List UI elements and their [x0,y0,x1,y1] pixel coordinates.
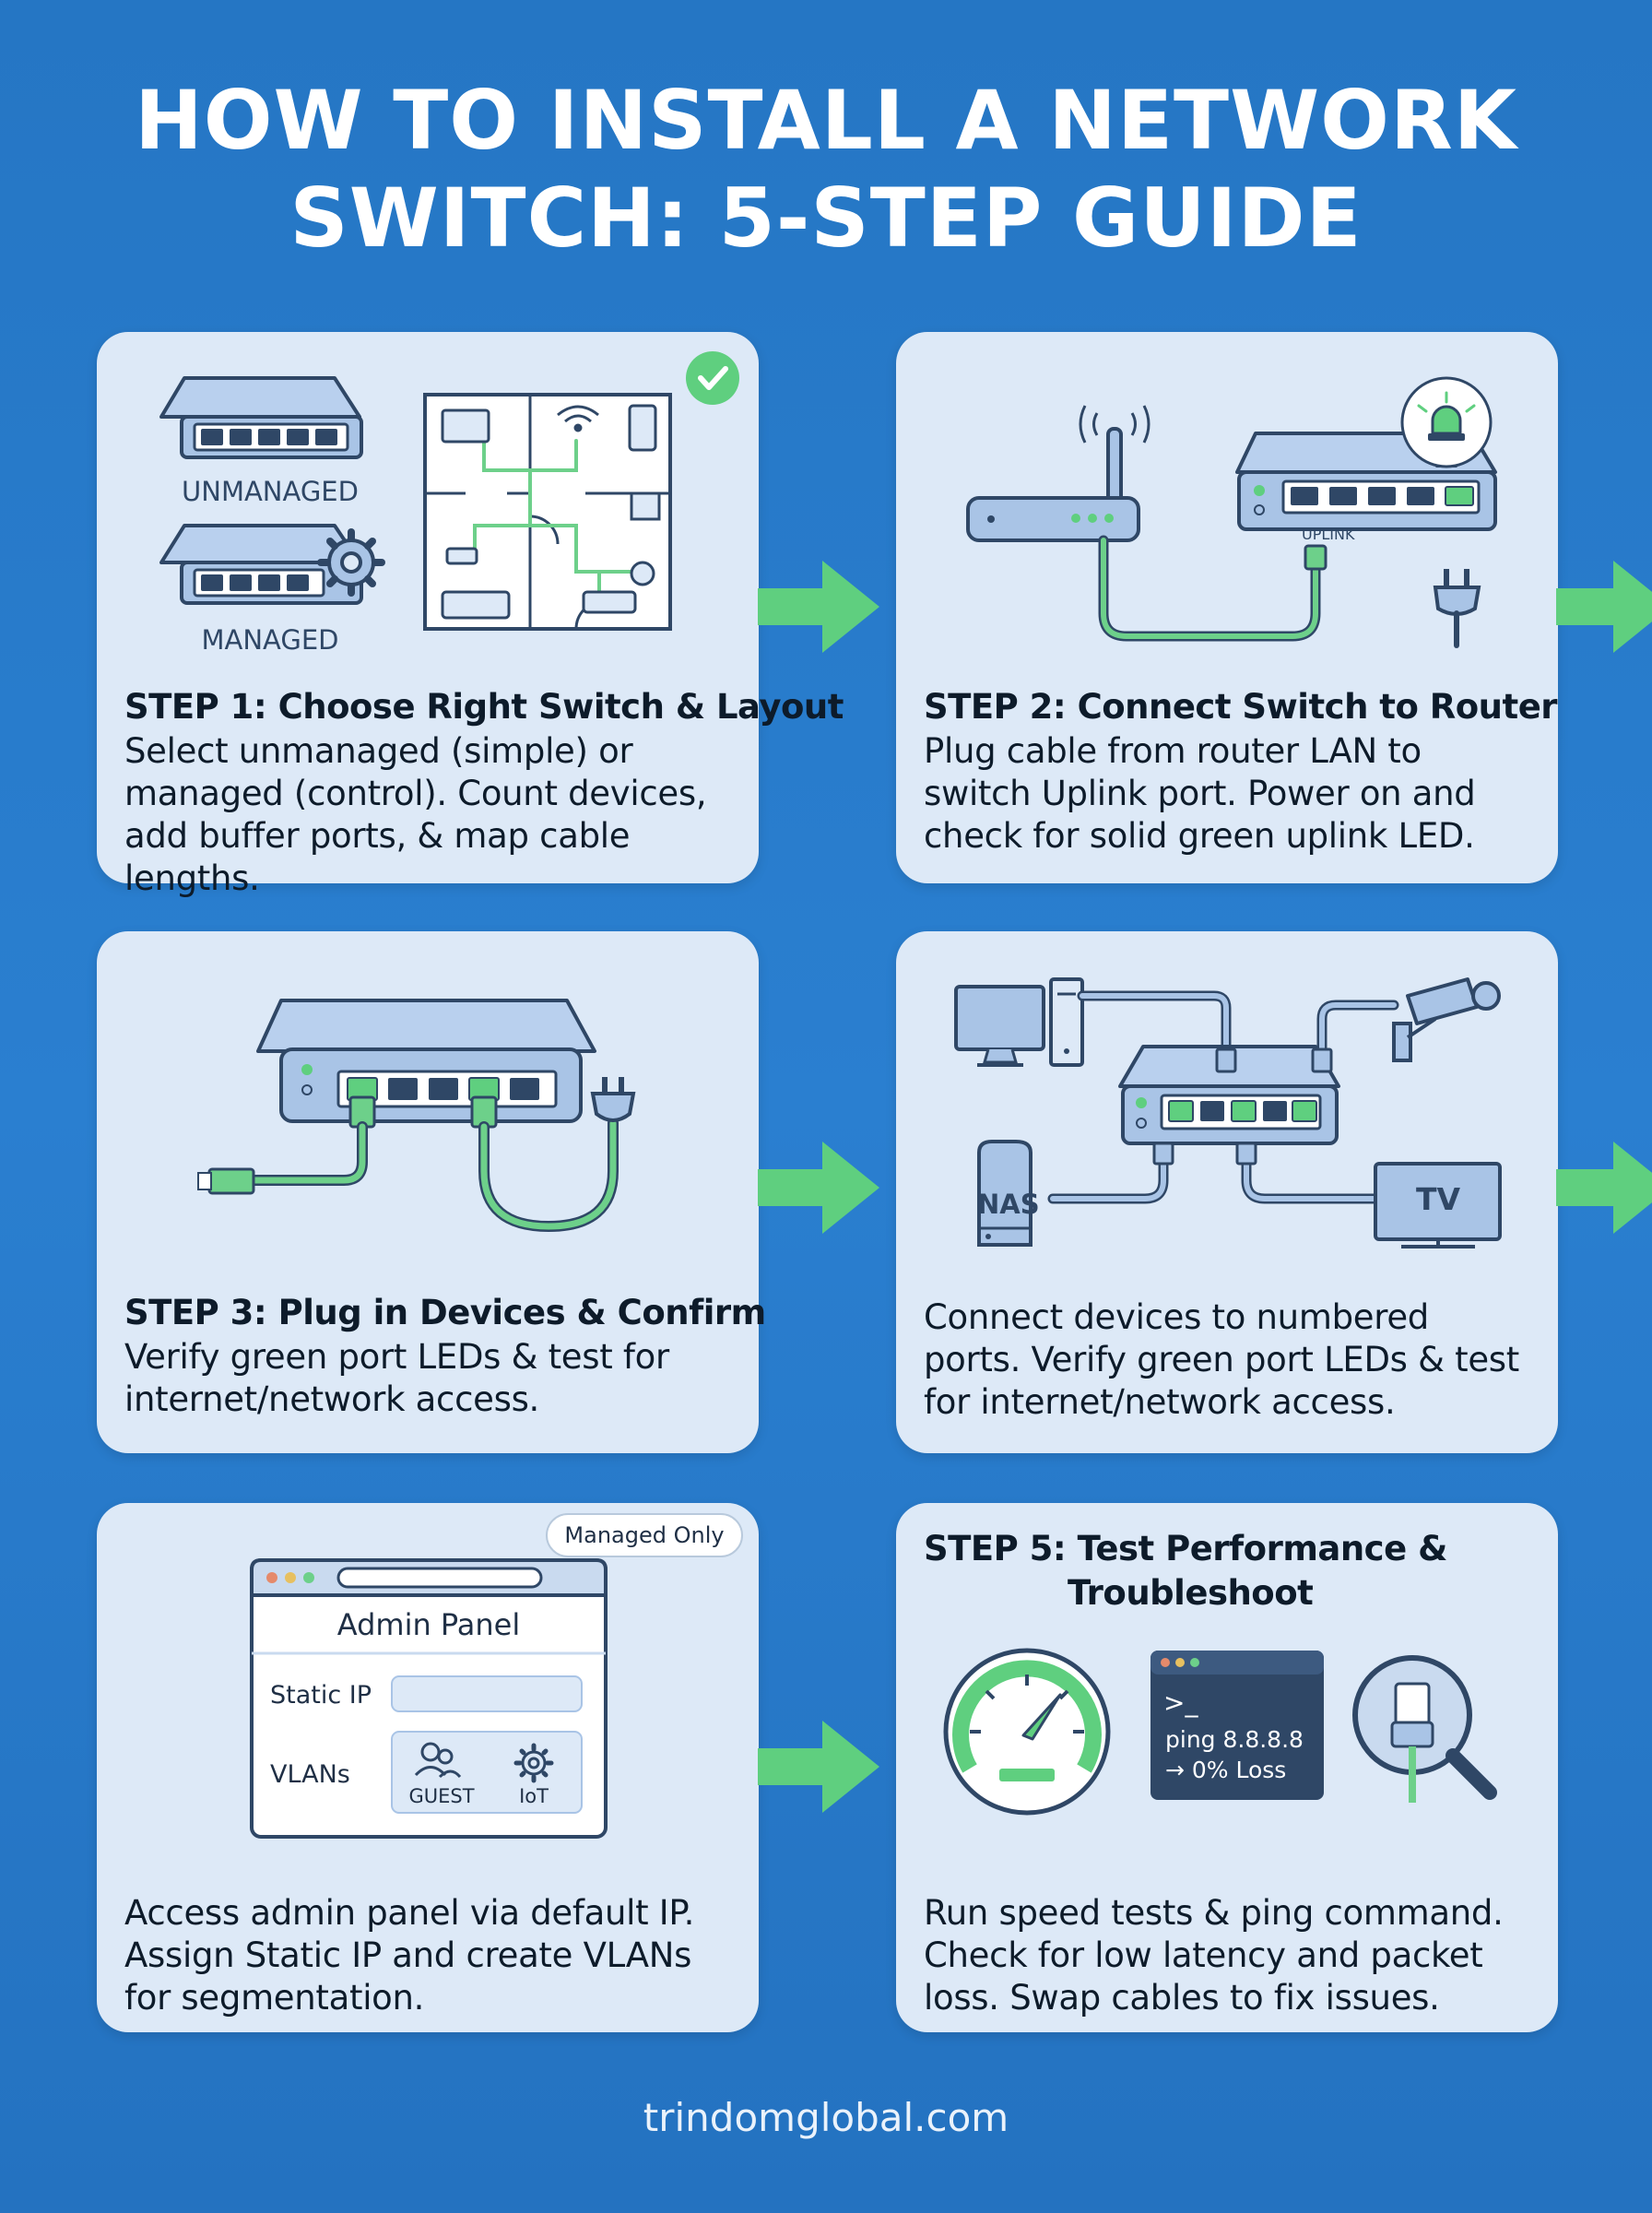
step-4-admin-body: Access admin panel via default IP. Assig… [124,1893,695,2018]
arrow-right-icon [758,561,879,653]
computer-icon [954,977,1084,1067]
unmanaged-label: UNMANAGED [182,476,359,507]
step-3-heading: STEP 3: Plug in Devices & Confirm [124,1293,766,1332]
security-camera-icon [1392,977,1501,1062]
checkmark-icon [686,351,739,405]
step-3-card: STEP 3: Plug in Devices & Confirm Verify… [97,931,766,1453]
guest-label: GUEST [408,1785,474,1807]
ethernet-cable [245,1123,366,1184]
users-icon [414,1742,462,1779]
admin-panel-title: Admin Panel [337,1607,520,1642]
floor-plan-icon [423,393,672,631]
ping-command: ping 8.8.8.8 [1165,1726,1304,1753]
managed-only-badge: Managed Only [546,1513,743,1557]
step-5-card: STEP 5: Test Performance & Troubleshoot … [896,1503,1558,2032]
iot-label: IoT [519,1785,549,1807]
power-plug-icon [590,1077,636,1122]
step-5-heading-line-2: Troubleshoot [1068,1573,1314,1613]
arrow-right-icon [758,1142,879,1234]
vlans-label: VLANs [270,1760,350,1789]
router-icon [966,405,1150,542]
uplink-label: UPLINK [1302,526,1355,543]
gear-icon [513,1743,554,1783]
gear-icon [317,528,385,597]
step-2-illustration: UPLINK [966,376,1497,648]
power-cable [480,1119,617,1230]
step-1-heading: STEP 1: Choose Right Switch & Layout [124,687,844,727]
ethernet-cable [1101,538,1318,639]
alarm-led-icon [1400,376,1493,468]
step-5-illustration: >_ ping 8.8.8.8 → 0% Loss [943,1648,1497,1816]
step-5-body: Run speed tests & ping command. Check fo… [924,1893,1504,2018]
step-4-card: NAS TV Connect devices to numbered ports… [896,931,1558,1453]
ethernet-plug-icon [197,1167,255,1195]
title-line-1: HOW TO INSTALL A NETWORK [135,73,1517,168]
managed-label: MANAGED [201,624,338,656]
page-title: HOW TO INSTALL A NETWORK SWITCH: 5-STEP … [0,72,1652,267]
step-2-card: UPLINK STEP 2: Connect Switch to Router … [896,332,1558,883]
arrow-right-icon [1556,1142,1652,1234]
title-line-2: SWITCH: 5-STEP GUIDE [289,171,1363,266]
arrow-right-icon [758,1721,879,1813]
cable-outline [1098,535,1321,642]
step-1-body: Select unmanaged (simple) or managed (co… [124,731,707,898]
step-1-illustration: UNMANAGED MANAGED [159,351,739,656]
ethernet-cables [1050,993,1397,1201]
step-5-heading-line-1: STEP 5: Test Performance & [924,1529,1447,1568]
ping-result: → 0% Loss [1165,1757,1286,1783]
step-4-admin-card: Managed Only Admin Panel Static IP VLANs… [97,1503,759,2032]
step-3-body: Verify green port LEDs & test for intern… [124,1337,669,1419]
power-plug-icon [1433,569,1481,648]
managed-switch-icon [159,524,363,605]
unmanaged-switch-icon [159,376,363,459]
step-4-body: Connect devices to numbered ports. Verif… [924,1297,1519,1422]
admin-panel-window [250,1558,608,1839]
step-1-card: UNMANAGED MANAGED [97,332,844,898]
arrow-right-icon [1556,561,1652,653]
tv-label: TV [1416,1181,1461,1217]
static-ip-label: Static IP [270,1681,372,1710]
wifi-icon [557,405,599,432]
step-2-body: Plug cable from router LAN to switch Upl… [924,731,1476,856]
speedometer-icon [943,1648,1111,1816]
terminal-window [1150,1651,1324,1800]
nas-label: NAS [977,1189,1040,1220]
magnifier-icon [1352,1655,1497,1803]
cable-outline [243,1121,368,1186]
step-2-heading: STEP 2: Connect Switch to Router [924,687,1558,727]
footer-website: trindomglobal.com [643,2095,1009,2140]
managed-only-label: Managed Only [564,1522,724,1548]
step-4-illustration: NAS TV [954,977,1502,1249]
nas-icon [977,1140,1032,1247]
tv-icon [1374,1162,1502,1249]
terminal-prompt: >_ [1163,1687,1198,1718]
step-3-illustration [197,999,636,1233]
admin-panel-illustration: Managed Only Admin Panel Static IP VLANs… [250,1513,743,1839]
switch-icon [256,999,596,1123]
